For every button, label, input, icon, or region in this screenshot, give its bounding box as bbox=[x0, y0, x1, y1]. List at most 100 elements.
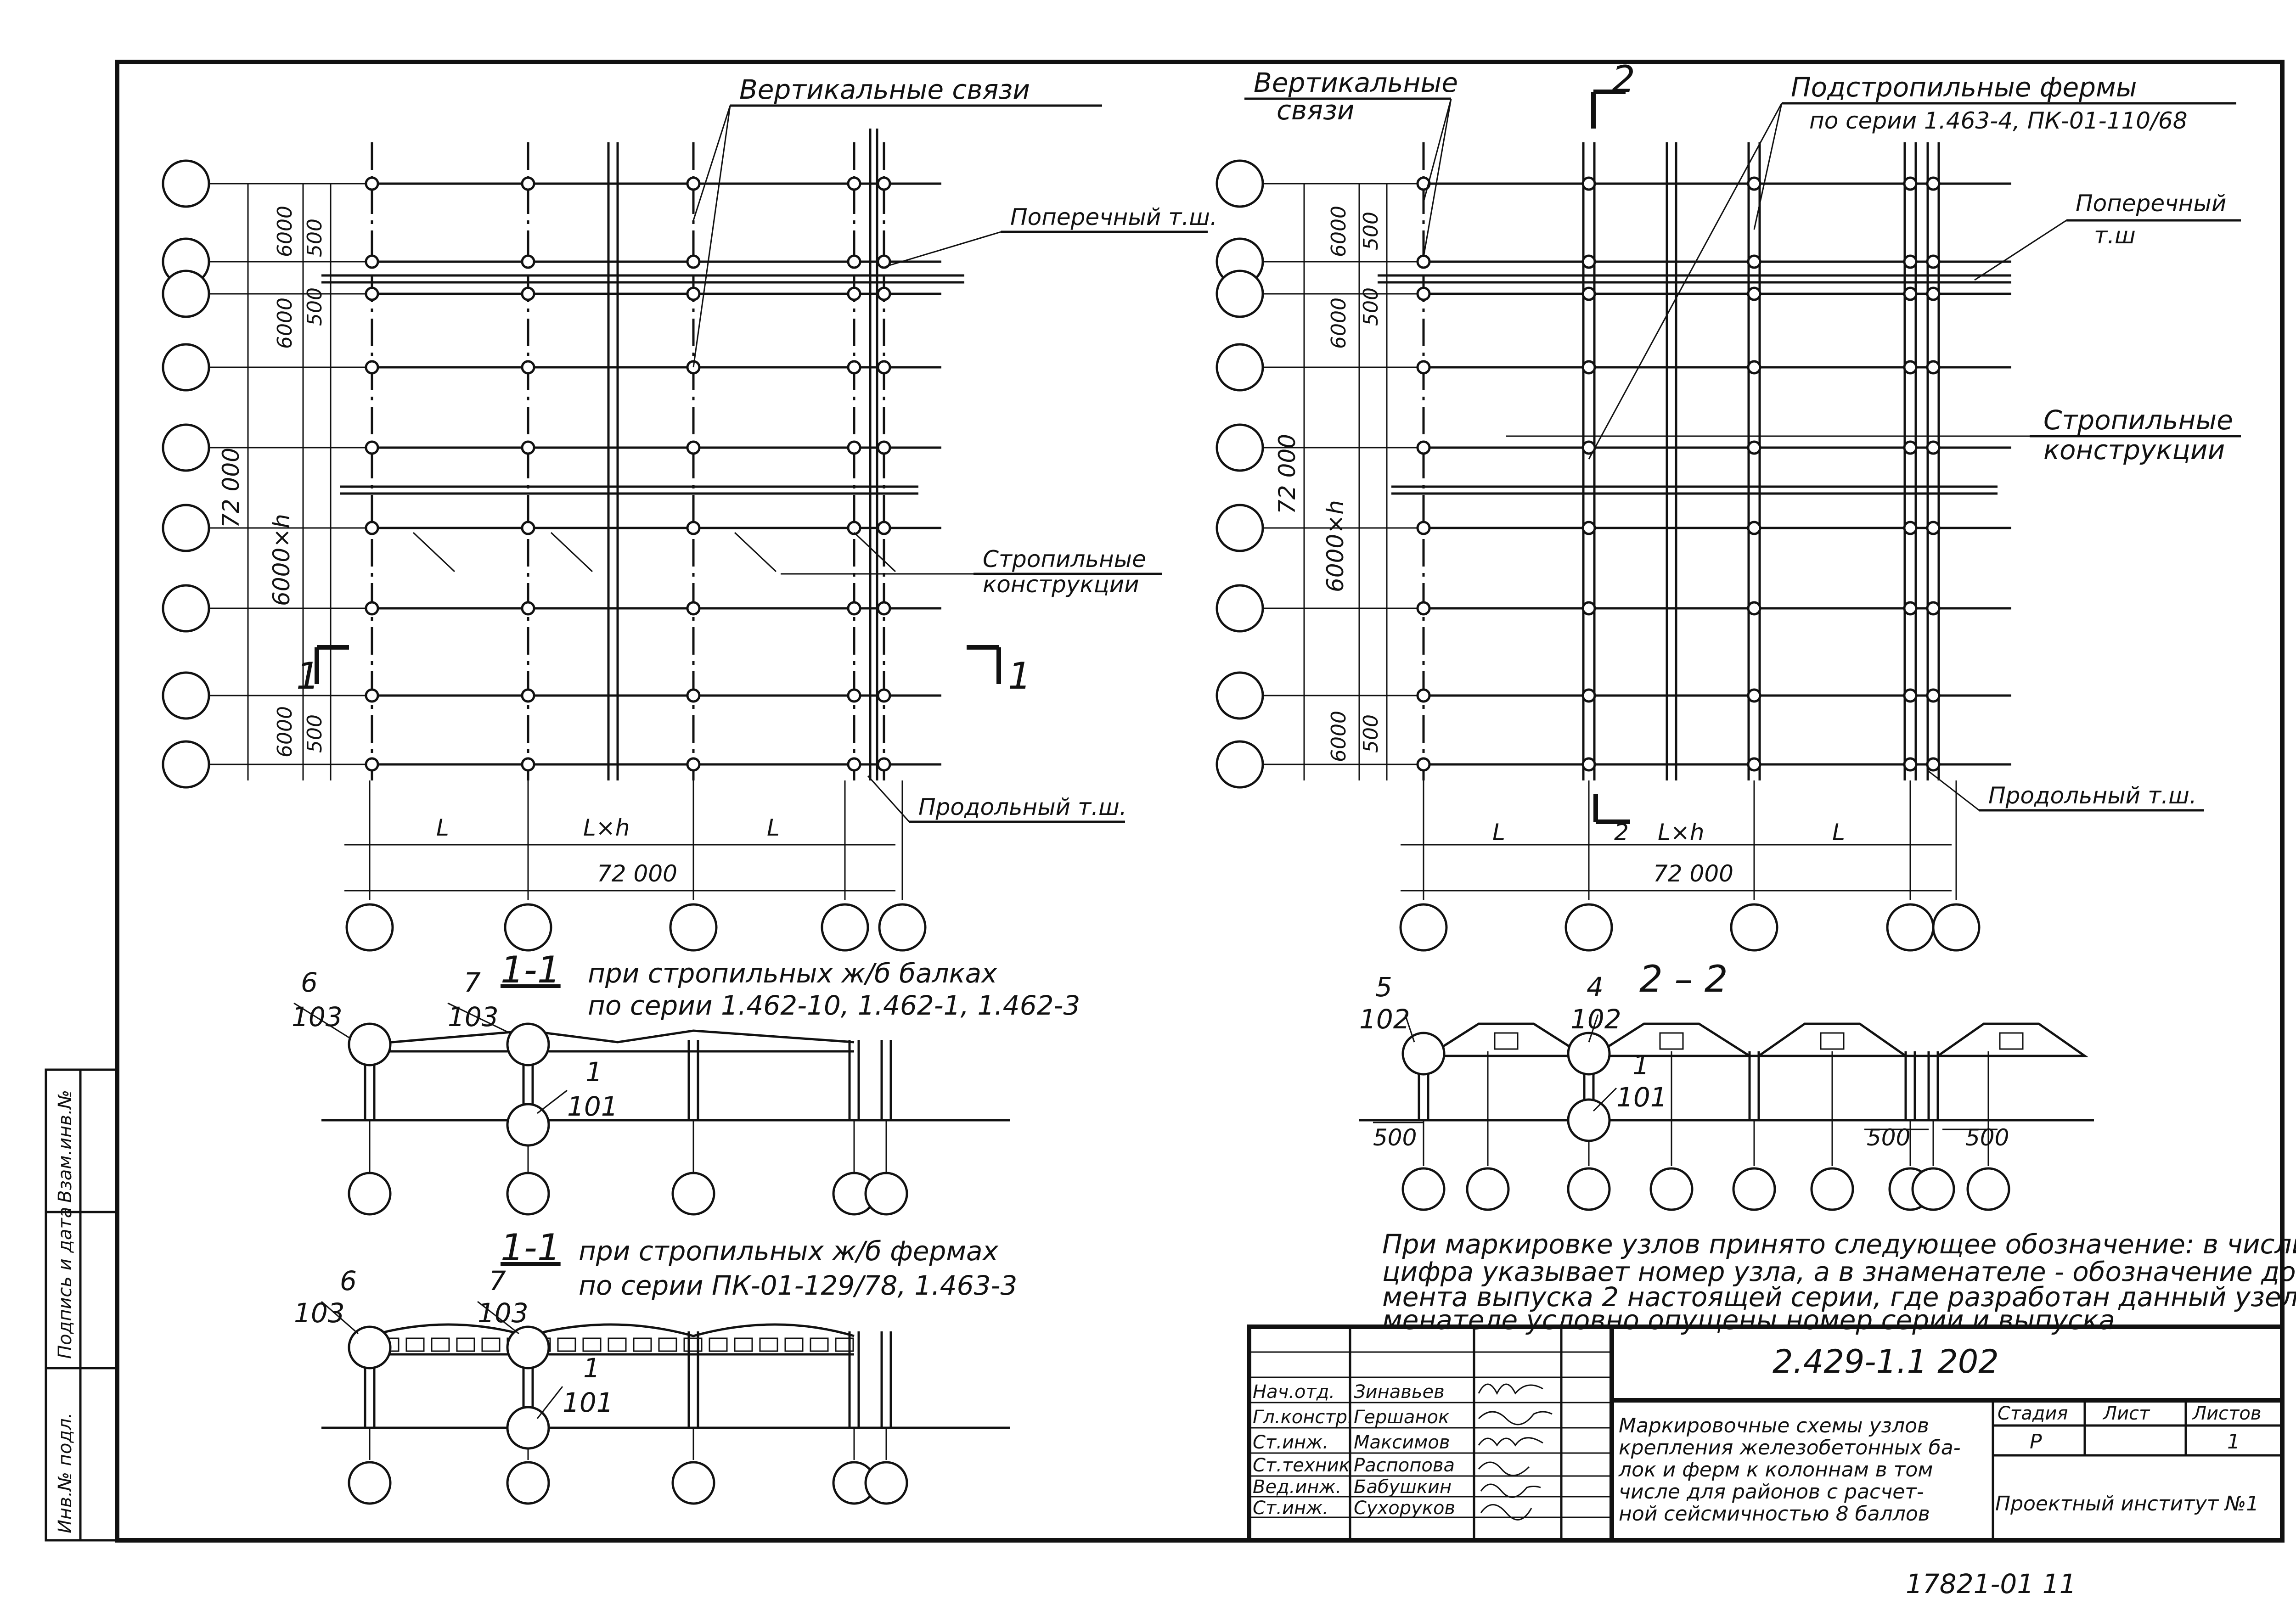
plan-left-dim-6000-mid: 6000 bbox=[273, 297, 297, 349]
note-block: При маркировке узлов принято следующее о… bbox=[1382, 1229, 2296, 1336]
column-axis-bubble bbox=[1564, 903, 1613, 952]
plan-right-dim-500-bot: 500 bbox=[1359, 714, 1383, 753]
column-node bbox=[1926, 176, 1941, 191]
beam-roof bbox=[365, 1029, 855, 1046]
node-circle bbox=[348, 1022, 392, 1066]
column-node bbox=[1416, 254, 1431, 269]
truss-top-chord bbox=[369, 1323, 855, 1337]
tb-name-5: Бабушкин bbox=[1354, 1476, 1452, 1498]
sheet-frame bbox=[115, 60, 2285, 1543]
column-node bbox=[847, 601, 861, 616]
plan-right-label-longitudinal-joint: Продольный т.ш. bbox=[1988, 782, 2197, 809]
leader-line bbox=[1753, 103, 1783, 230]
column-node bbox=[1903, 440, 1918, 455]
plan-right-dim-500-mid: 500 bbox=[1359, 287, 1383, 326]
column-node bbox=[1416, 440, 1431, 455]
plan-left-dim-500-mid: 500 bbox=[303, 287, 326, 326]
leader-line bbox=[1928, 770, 1980, 811]
column-node bbox=[1416, 757, 1431, 772]
column-node bbox=[1926, 521, 1941, 535]
truss-panel bbox=[709, 1337, 728, 1352]
plan-right-label-rafter-2: конструкции bbox=[2043, 434, 2225, 466]
column-node bbox=[1903, 254, 1918, 269]
column-axis-bubble bbox=[1401, 1167, 1446, 1211]
truss-panel bbox=[683, 1337, 703, 1352]
column-axis-bubble bbox=[506, 1461, 550, 1505]
note-line-4: менателе условно опущены номер серии и в… bbox=[1382, 1304, 2123, 1336]
stamp-signature-date: Подпись и дата bbox=[55, 1207, 76, 1359]
s1t-node-1-num: 1 bbox=[583, 1353, 600, 1384]
column-node bbox=[1926, 757, 1941, 772]
column-node bbox=[521, 521, 535, 535]
plan-right-title-trusses-2: по серии 1.463-4, ПК-01-110/68 bbox=[1809, 107, 2188, 134]
column-node bbox=[521, 254, 535, 269]
row-axis-bubble bbox=[1216, 584, 1264, 633]
s1t-node-7-den: 103 bbox=[478, 1297, 529, 1329]
column-node bbox=[365, 176, 379, 191]
s1b-node-1-den: 101 bbox=[567, 1091, 618, 1122]
column-node bbox=[877, 176, 891, 191]
truss-panel bbox=[784, 1337, 804, 1352]
note-line-2: цифра указывает номер узла, а в знаменат… bbox=[1382, 1256, 2296, 1287]
row-axis-bubble bbox=[162, 423, 210, 472]
truss-panel bbox=[1999, 1032, 2024, 1050]
column-node bbox=[521, 601, 535, 616]
plan-right-dim-6000-bot: 6000 bbox=[1327, 711, 1351, 762]
column-axis-bubble bbox=[671, 1461, 715, 1505]
tb-role-1: Нач.отд. bbox=[1253, 1381, 1335, 1403]
column-node bbox=[1747, 440, 1761, 455]
column-node bbox=[686, 688, 701, 703]
rafter-tick bbox=[550, 532, 593, 572]
sections: 1-1 при стропильных ж/б балках по серии … bbox=[292, 949, 2094, 1505]
s1t-node-6-num: 6 bbox=[340, 1265, 357, 1296]
truss-panel bbox=[835, 1337, 854, 1352]
leader-line bbox=[1974, 219, 2067, 281]
column-node bbox=[365, 286, 379, 301]
plan-left-label-transverse-joint: Поперечный т.ш. bbox=[1010, 204, 1217, 230]
column-node bbox=[877, 757, 891, 772]
plan-left-span-lh: L×h bbox=[583, 814, 630, 841]
s2-node-5-den: 102 bbox=[1359, 1004, 1410, 1035]
s1b-node-1-num: 1 bbox=[585, 1056, 602, 1088]
column-node bbox=[1903, 286, 1918, 301]
plan-right-dim-rows: 6000×h bbox=[1322, 500, 1349, 592]
column-axis-bubble bbox=[1810, 1167, 1854, 1211]
tb-name-2: Гершанок bbox=[1354, 1407, 1449, 1428]
footer-number: 17821-01 11 bbox=[1906, 1568, 2076, 1600]
column-node bbox=[1926, 254, 1941, 269]
truss-panel bbox=[633, 1337, 652, 1352]
section-1-1-trusses-caption-1: при стропильных ж/б фермах bbox=[579, 1235, 999, 1267]
plan-right-label-rafter-1: Стропильные bbox=[2043, 404, 2233, 436]
column-axis-bubble bbox=[864, 1461, 908, 1505]
signatures bbox=[1478, 1383, 1553, 1521]
column-node bbox=[686, 440, 701, 455]
plan-right-label-transverse-1: Поперечный bbox=[2076, 190, 2226, 217]
section-2-2-title: 2 – 2 bbox=[1639, 958, 1728, 1000]
truss-panel bbox=[405, 1337, 425, 1352]
truss-panel bbox=[456, 1337, 475, 1352]
section-1-1-trusses-title: 1-1 bbox=[501, 1226, 561, 1269]
row-axis-bubble bbox=[1216, 740, 1264, 789]
s1t-node-7-num: 7 bbox=[489, 1265, 506, 1296]
tb-desc-5: ной сейсмичностью 8 баллов bbox=[1619, 1502, 1930, 1526]
plan-left: Вертикальные связи Поперечный т.ш. Строп… bbox=[162, 74, 1217, 952]
plan-right-section-mark-bottom: 2 bbox=[1614, 819, 1629, 846]
column-node bbox=[1903, 601, 1918, 616]
column-axis-bubble bbox=[348, 1461, 392, 1505]
column-node bbox=[1926, 601, 1941, 616]
plan-left-span-l2: L bbox=[767, 814, 780, 841]
truss-panel bbox=[759, 1337, 778, 1352]
plan-left-dim-total-vertical: 72 000 bbox=[218, 448, 244, 528]
tb-name-1: Зинавьев bbox=[1354, 1381, 1445, 1403]
s1t-node-6-den: 103 bbox=[294, 1297, 345, 1329]
leader-line bbox=[692, 105, 731, 221]
leader-line bbox=[1588, 103, 1783, 460]
column-node bbox=[1903, 521, 1918, 535]
truss-panel bbox=[1659, 1032, 1684, 1050]
column-axis-bubble bbox=[1886, 903, 1935, 952]
column-node bbox=[1581, 254, 1596, 269]
plan-left-span-l1: L bbox=[436, 814, 449, 841]
column-node bbox=[1581, 360, 1596, 375]
column-node bbox=[877, 440, 891, 455]
column-node bbox=[847, 757, 861, 772]
